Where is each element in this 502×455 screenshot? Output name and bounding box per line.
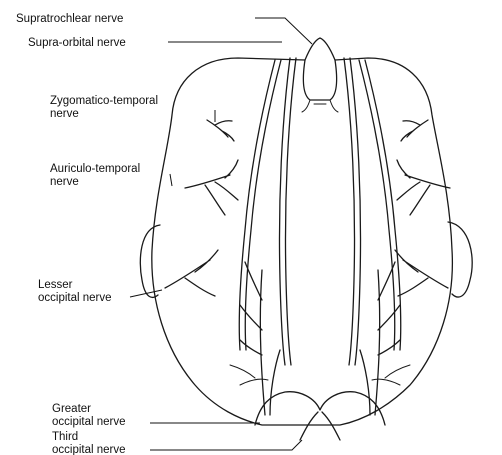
label-third-occipital-line2: occipital nerve — [52, 444, 126, 455]
occipital-small-branches — [230, 365, 410, 385]
left-ear-outline — [140, 225, 160, 297]
left-lateral-nerve — [239, 60, 275, 350]
left-lateral-nerve-inner — [245, 60, 281, 350]
label-auriculo-temporal-line1: Auriculo-temporal — [50, 163, 140, 175]
right-supraorbital-nerve — [350, 58, 361, 365]
leader-auriculo — [170, 174, 172, 186]
right-supraorbital-nerve-inner — [344, 58, 355, 365]
left-supraorbital-nerve-inner — [285, 58, 296, 365]
label-greater-occipital-line1: Greater — [52, 403, 91, 415]
label-zygomatico-temporal-line1: Zygomatico-temporal — [50, 95, 158, 107]
nasal-bump — [303, 60, 336, 100]
leader-third — [150, 440, 302, 450]
left-auriculo-temporal-branch — [185, 160, 238, 215]
label-auriculo-temporal-line2: nerve — [50, 176, 79, 188]
left-supraorbital-nerve — [279, 58, 290, 365]
left-lesser-occipital-branch — [165, 250, 218, 296]
label-lesser-occipital-line1: Lesser — [38, 279, 73, 291]
occipital-base — [255, 392, 385, 425]
third-occipital-nerve — [300, 412, 340, 440]
right-lateral-nerve — [365, 60, 401, 350]
label-third-occipital-line1: Third — [52, 431, 78, 443]
right-lateral-nerve-inner — [359, 60, 395, 350]
label-supratrochlear-nerve: Supratrochlear nerve — [16, 13, 123, 25]
label-supraorbital-nerve: Supra-orbital nerve — [28, 37, 126, 49]
head-outline — [152, 38, 453, 425]
nasal-bump-detail — [302, 100, 338, 112]
label-greater-occipital-line2: occipital nerve — [52, 416, 126, 428]
right-zygomatico-temporal-branch — [401, 120, 428, 141]
left-zygomatico-temporal-branch — [207, 120, 234, 141]
label-zygomatico-temporal-line2: nerve — [50, 108, 79, 120]
label-lesser-occipital-line2: occipital nerve — [38, 292, 112, 304]
leader-supratrochlear — [255, 18, 312, 44]
right-lesser-occipital-branch — [395, 250, 448, 296]
